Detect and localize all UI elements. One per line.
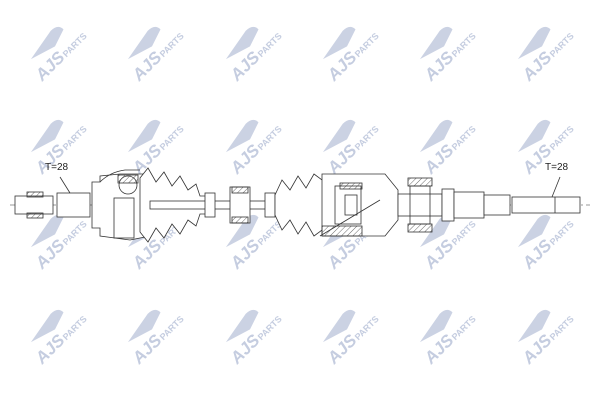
inner-boot [274,173,326,237]
left-stub [14,191,54,219]
left-spline-shaft [56,192,91,218]
damper-weight [229,186,251,224]
housing-neck [397,193,443,217]
stepped-shaft [441,188,511,222]
left-spline-tooth-count-label: T=28 [45,162,69,173]
inner-tripod-housing [319,173,399,237]
right-spline-shaft [511,196,581,214]
right-spline-tooth-count-label: T=28 [545,162,569,173]
seal-rings [407,177,433,233]
